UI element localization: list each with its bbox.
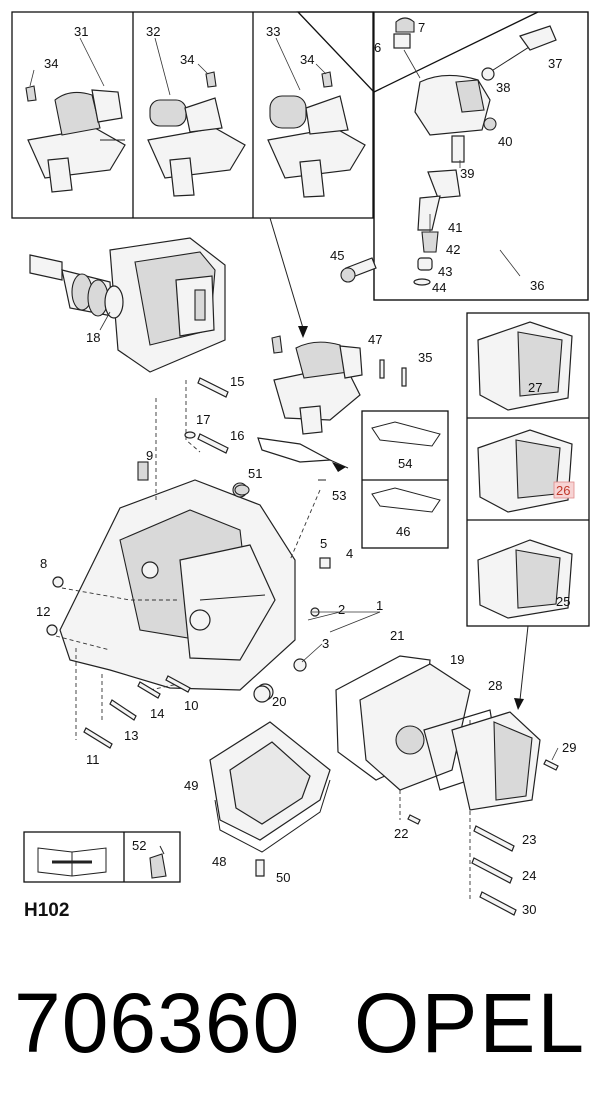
callout-38: 38 bbox=[496, 80, 510, 95]
callout-39: 39 bbox=[460, 166, 474, 181]
callout-51: 51 bbox=[248, 466, 262, 481]
callout-49: 49 bbox=[184, 778, 198, 793]
callout-41: 41 bbox=[448, 220, 462, 235]
shift-housing-32 bbox=[147, 97, 246, 197]
pin-45 bbox=[340, 257, 377, 283]
gear-assembly-18 bbox=[29, 237, 226, 373]
clip-34c bbox=[321, 71, 333, 88]
callout-32: 32 bbox=[146, 24, 160, 39]
callout-16: 16 bbox=[230, 428, 244, 443]
highlight-26 bbox=[553, 481, 575, 499]
gasket-boxes bbox=[361, 410, 449, 549]
callout-40: 40 bbox=[498, 134, 512, 149]
callout-53: 53 bbox=[332, 488, 346, 503]
rear-cover-assembly bbox=[335, 655, 541, 811]
callout-27: 27 bbox=[528, 380, 542, 395]
callout-52: 52 bbox=[132, 838, 146, 853]
callout-44: 44 bbox=[432, 280, 446, 295]
callout-8: 8 bbox=[40, 556, 47, 571]
callout-30: 30 bbox=[522, 902, 536, 917]
callout-35: 35 bbox=[418, 350, 432, 365]
bolts bbox=[83, 377, 559, 916]
oil-can-icon bbox=[149, 853, 167, 879]
shift-housing-main bbox=[271, 335, 407, 435]
part-number: 706360 bbox=[14, 976, 301, 1070]
clip-34b bbox=[205, 71, 217, 88]
callout-11: 11 bbox=[86, 752, 100, 767]
callout-50: 50 bbox=[276, 870, 290, 885]
diagram-code: H102 bbox=[24, 900, 69, 921]
callout-45: 45 bbox=[330, 248, 344, 263]
callout-34b: 34 bbox=[180, 52, 194, 67]
callout-9: 9 bbox=[146, 448, 153, 463]
callout-48: 48 bbox=[212, 854, 226, 869]
transmission-housing bbox=[46, 461, 331, 701]
callout-13: 13 bbox=[124, 728, 138, 743]
clip-34a bbox=[25, 85, 37, 102]
arrow-head-1 bbox=[298, 326, 308, 338]
callout-47: 47 bbox=[368, 332, 382, 347]
callout-31: 31 bbox=[74, 24, 88, 39]
callout-4: 4 bbox=[346, 546, 353, 561]
callout-33: 33 bbox=[266, 24, 280, 39]
callout-5: 5 bbox=[320, 536, 327, 551]
callout-34a: 34 bbox=[44, 56, 58, 71]
callout-28: 28 bbox=[488, 678, 502, 693]
callout-23: 23 bbox=[522, 832, 536, 847]
callout-29: 29 bbox=[562, 740, 576, 755]
callout-7: 7 bbox=[418, 20, 425, 35]
oil-pan bbox=[209, 721, 331, 853]
callout-3: 3 bbox=[322, 636, 329, 651]
callout-14: 14 bbox=[150, 706, 164, 721]
callout-54: 54 bbox=[398, 456, 412, 471]
brand-name: OPEL bbox=[354, 976, 587, 1070]
shift-housing-31 bbox=[27, 89, 126, 193]
shift-housing-variants-panel bbox=[11, 11, 374, 219]
callout-10: 10 bbox=[184, 698, 198, 713]
callout-42: 42 bbox=[446, 242, 460, 257]
legend-box bbox=[23, 831, 181, 883]
footer: 706360 OPEL bbox=[14, 975, 594, 1070]
callout-26: 26 bbox=[556, 483, 570, 498]
gear-selector-panel bbox=[296, 11, 589, 301]
callout-34c: 34 bbox=[300, 52, 314, 67]
callout-25: 25 bbox=[556, 594, 570, 609]
gasket-53 bbox=[257, 437, 349, 481]
exploded-parts-diagram: 31 34 32 34 33 34 7 6 37 38 40 39 41 42 … bbox=[11, 11, 590, 921]
callout-46: 46 bbox=[396, 524, 410, 539]
callout-17: 17 bbox=[196, 412, 210, 427]
shift-housing-33 bbox=[267, 95, 366, 198]
callout-24: 24 bbox=[522, 868, 536, 883]
callout-22: 22 bbox=[394, 826, 408, 841]
cover-variants-panel bbox=[466, 312, 590, 627]
callout-43: 43 bbox=[438, 264, 452, 279]
callout-20: 20 bbox=[272, 694, 286, 709]
callout-2: 2 bbox=[338, 602, 345, 617]
callout-12: 12 bbox=[36, 604, 50, 619]
callout-6: 6 bbox=[374, 40, 381, 55]
callout-36: 36 bbox=[530, 278, 544, 293]
callout-1: 1 bbox=[376, 598, 383, 613]
callout-19: 19 bbox=[450, 652, 464, 667]
callout-21: 21 bbox=[390, 628, 404, 643]
callout-18: 18 bbox=[86, 330, 100, 345]
callout-15: 15 bbox=[230, 374, 244, 389]
callout-37: 37 bbox=[548, 56, 562, 71]
